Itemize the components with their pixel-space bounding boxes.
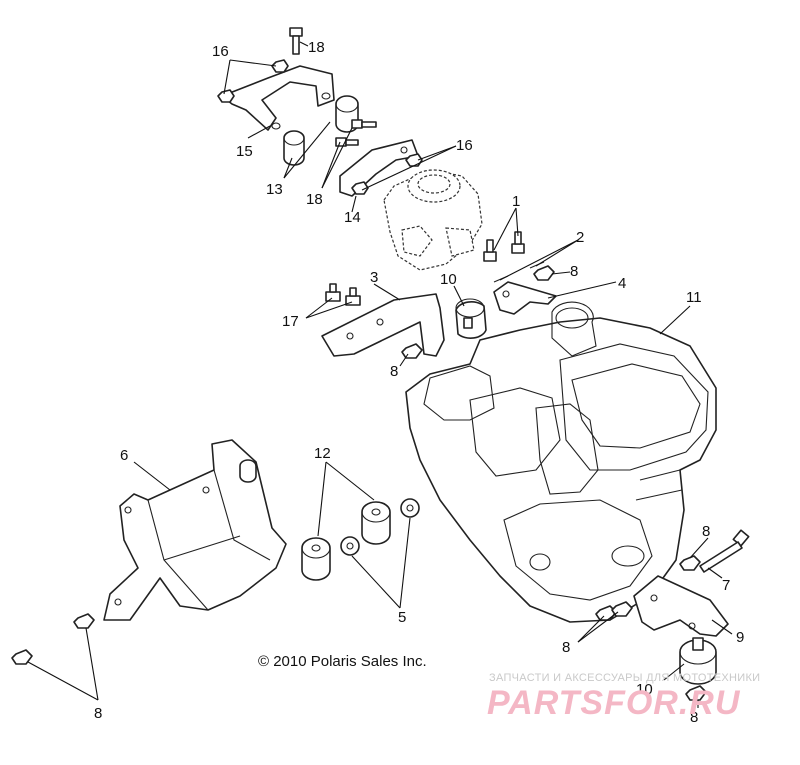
callout-15: 15 (236, 143, 253, 160)
callout-8: 8 (390, 363, 398, 380)
callout-16: 16 (456, 137, 473, 154)
callout-8: 8 (94, 705, 102, 722)
bracket-3 (321, 293, 445, 357)
callout-13: 13 (266, 181, 283, 198)
callout-6: 6 (120, 447, 128, 464)
callout-3: 3 (370, 269, 378, 286)
nut-8-mid (401, 343, 423, 359)
callout-1: 1 (512, 193, 520, 210)
callout-10: 10 (440, 271, 457, 288)
bolt-1-a (483, 239, 497, 262)
bracket-4 (493, 281, 557, 315)
nut-8-bottom (685, 685, 707, 701)
bolt-17-b (345, 287, 361, 306)
nut-16-top-a (217, 89, 235, 103)
nut-8-left-b (11, 649, 33, 665)
callout-5: 5 (398, 609, 406, 626)
nut-8-right-a (595, 605, 617, 621)
upper-bracket (221, 65, 335, 131)
callout-8: 8 (702, 523, 710, 540)
callout-12: 12 (314, 445, 331, 462)
copyright-notice: © 2010 Polaris Sales Inc. (258, 653, 427, 670)
callout-10: 10 (636, 681, 653, 698)
nut-8-right-top (679, 555, 701, 571)
callout-4: 4 (618, 275, 626, 292)
watermark-tagline: ЗАПЧАСТИ И АКСЕССУАРЫ ДЛЯ МОТОТЕХНИКИ (489, 672, 761, 684)
bushing-12-b (361, 501, 391, 545)
callout-18: 18 (306, 191, 323, 208)
bolt-18-top (289, 27, 303, 55)
callout-9: 9 (736, 629, 744, 646)
callout-2: 2 (576, 229, 584, 246)
leader-lines (27, 41, 733, 708)
callout-8: 8 (570, 263, 578, 280)
engine-mount-10-upper (455, 298, 487, 339)
callout-14: 14 (344, 209, 361, 226)
bolt-7 (699, 529, 750, 573)
callout-7: 7 (722, 577, 730, 594)
front-bracket (103, 439, 287, 621)
washer-5-a (340, 536, 360, 556)
nut-8-top (533, 265, 555, 281)
callout-16: 16 (212, 43, 229, 60)
nut-16-right-b (351, 181, 369, 195)
nut-8-left-a (73, 613, 95, 629)
bushing-12-a (301, 537, 331, 581)
washer-5-b (400, 498, 420, 518)
engine (405, 301, 717, 623)
engine-mount-10-lower (679, 637, 717, 685)
bracket-9 (633, 575, 729, 637)
bolt-18-mid-b (335, 137, 359, 147)
nut-16-right-a (405, 153, 423, 167)
watermark-site: PARTSFOR.RU (487, 684, 741, 722)
bushing-13-a (283, 130, 305, 166)
bolt-17-a (325, 283, 341, 302)
bolt-18-mid-a (351, 119, 377, 129)
callout-8: 8 (562, 639, 570, 656)
callout-17: 17 (282, 313, 299, 330)
small-bracket (339, 139, 419, 197)
callout-labels: 16 18 15 13 18 16 14 1 2 8 4 3 10 11 17 … (94, 39, 744, 726)
callout-8: 8 (690, 709, 698, 726)
throttle-body (383, 169, 483, 271)
callout-18: 18 (308, 39, 325, 56)
callout-11: 11 (686, 289, 702, 306)
